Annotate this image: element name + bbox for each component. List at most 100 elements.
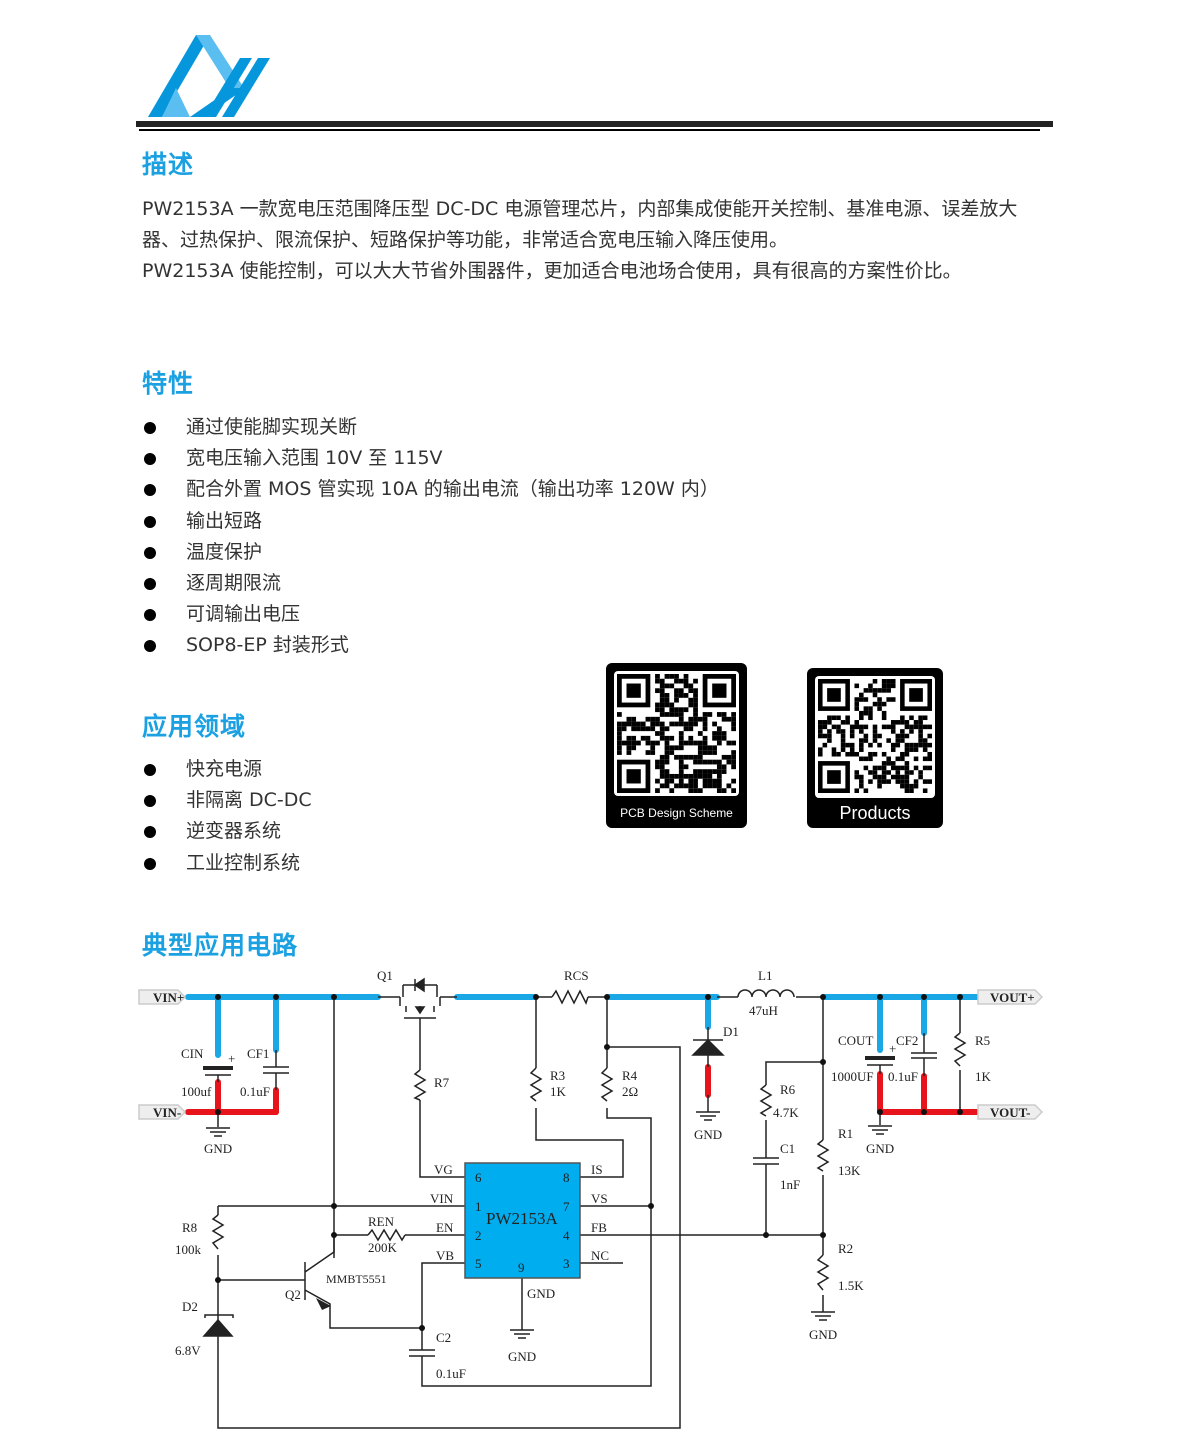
- svg-text:MMBT5551: MMBT5551: [326, 1272, 387, 1286]
- svg-text:GND: GND: [866, 1141, 894, 1156]
- svg-text:6.8V: 6.8V: [175, 1343, 201, 1358]
- svg-text:1K: 1K: [975, 1069, 992, 1084]
- list-item: 通过使能脚实现关断: [142, 412, 719, 443]
- svg-text:Q1: Q1: [377, 968, 393, 983]
- qr-caption-pcb: PCB Design Scheme: [620, 806, 733, 820]
- svg-text:R4: R4: [622, 1068, 638, 1083]
- section-title-features: 特性: [142, 369, 195, 398]
- description-paragraph-2: PW2153A 使能控制，可以大大节省外围器件，更加适合电池场合使用，具有很高的…: [142, 260, 962, 282]
- svg-text:CIN: CIN: [181, 1046, 204, 1061]
- typical-application-schematic: VIN+ VIN- VOUT+ VOUT-: [138, 968, 1044, 1429]
- svg-text:R3: R3: [550, 1068, 565, 1083]
- svg-text:47uH: 47uH: [749, 1003, 778, 1018]
- svg-text:R7: R7: [434, 1075, 450, 1090]
- list-item: 宽电压输入范围 10V 至 115V: [142, 443, 719, 474]
- features-list: 通过使能脚实现关断 宽电压输入范围 10V 至 115V 配合外置 MOS 管实…: [142, 412, 719, 662]
- svg-text:D2: D2: [182, 1299, 198, 1314]
- inductor-l1: [737, 989, 795, 998]
- svg-text:FB: FB: [591, 1220, 607, 1235]
- mosfet-q1: [399, 977, 441, 1019]
- company-logo: [148, 35, 270, 117]
- capacitor-symbols: [203, 1033, 937, 1357]
- ic-name: PW2153A: [486, 1209, 559, 1228]
- svg-text:GND: GND: [508, 1349, 536, 1364]
- svg-text:4.7K: 4.7K: [773, 1105, 799, 1120]
- svg-text:R2: R2: [838, 1241, 853, 1256]
- port-vout-minus: VOUT-: [977, 1104, 1044, 1120]
- list-item: 温度保护: [142, 537, 719, 568]
- svg-text:0.1uF: 0.1uF: [888, 1069, 918, 1084]
- svg-text:3: 3: [563, 1256, 570, 1271]
- svg-text:7: 7: [563, 1199, 570, 1214]
- svg-text:VIN: VIN: [430, 1191, 454, 1206]
- list-item: 快充电源: [142, 754, 312, 785]
- positive-nets: [185, 994, 980, 1058]
- section-title-circuit: 典型应用电路: [142, 931, 299, 960]
- negative-nets: [185, 1064, 980, 1115]
- svg-text:1000UF: 1000UF: [831, 1069, 874, 1084]
- section-title-description: 描述: [142, 150, 195, 179]
- svg-text:C1: C1: [780, 1141, 795, 1156]
- qr-code-image: [617, 674, 736, 793]
- svg-text:VG: VG: [434, 1162, 453, 1177]
- svg-text:+: +: [889, 1041, 896, 1056]
- zener-d2: [202, 1314, 234, 1337]
- svg-text:Q2: Q2: [285, 1287, 301, 1302]
- port-vin-plus: VIN+: [138, 989, 187, 1005]
- svg-text:GND: GND: [694, 1127, 722, 1142]
- list-item: 输出短路: [142, 506, 719, 537]
- applications-list: 快充电源 非隔离 DC-DC 逆变器系统 工业控制系统: [142, 754, 312, 879]
- ic-pw2153a: [464, 1162, 581, 1279]
- list-item: SOP8-EP 封装形式: [142, 630, 719, 661]
- svg-text:CF2: CF2: [896, 1033, 918, 1048]
- svg-text:100k: 100k: [175, 1242, 202, 1257]
- svg-text:CF1: CF1: [247, 1046, 269, 1061]
- diode-d1: [691, 1027, 725, 1067]
- svg-text:R8: R8: [182, 1220, 197, 1235]
- svg-text:C2: C2: [436, 1330, 451, 1345]
- list-item: 非隔离 DC-DC: [142, 785, 312, 816]
- svg-text:1K: 1K: [550, 1084, 567, 1099]
- svg-text:EN: EN: [436, 1220, 454, 1235]
- svg-text:GND: GND: [527, 1286, 555, 1301]
- port-vin-minus: VIN-: [138, 1104, 187, 1120]
- svg-text:VB: VB: [436, 1248, 454, 1263]
- svg-text:VIN-: VIN-: [153, 1105, 181, 1120]
- header-rule-thin: [139, 129, 1040, 131]
- svg-text:NC: NC: [591, 1248, 609, 1263]
- svg-text:D1: D1: [723, 1024, 739, 1039]
- svg-text:R6: R6: [780, 1082, 796, 1097]
- resistor-symbols: [211, 989, 967, 1291]
- svg-text:R1: R1: [838, 1126, 853, 1141]
- junction-dots: [215, 994, 963, 1331]
- svg-text:COUT: COUT: [838, 1033, 873, 1048]
- qr-code-products[interactable]: Products: [807, 668, 943, 828]
- list-item: 配合外置 MOS 管实现 10A 的输出电流（输出功率 120W 内）: [142, 474, 719, 505]
- section-title-applications: 应用领域: [142, 712, 247, 741]
- qr-caption-products: Products: [839, 803, 911, 823]
- ground-symbols: [206, 1111, 892, 1339]
- svg-text:GND: GND: [204, 1141, 232, 1156]
- svg-text:9: 9: [518, 1260, 525, 1275]
- svg-text:GND: GND: [809, 1327, 837, 1342]
- svg-text:R5: R5: [975, 1033, 990, 1048]
- svg-text:1nF: 1nF: [780, 1177, 800, 1192]
- svg-text:13K: 13K: [838, 1163, 861, 1178]
- svg-text:REN: REN: [368, 1214, 395, 1229]
- svg-text:RCS: RCS: [564, 968, 589, 983]
- svg-text:+: +: [228, 1051, 235, 1066]
- list-item: 工业控制系统: [142, 848, 312, 879]
- qr-code-pcb-design[interactable]: PCB Design Scheme: [606, 663, 747, 828]
- svg-text:2Ω: 2Ω: [622, 1084, 638, 1099]
- description-paragraph-1: PW2153A 一款宽电压范围降压型 DC-DC 电源管理芯片，内部集成使能开关…: [142, 198, 1018, 251]
- svg-text:L1: L1: [758, 968, 772, 983]
- svg-text:0.1uF: 0.1uF: [240, 1084, 270, 1099]
- svg-text:8: 8: [563, 1170, 570, 1185]
- svg-text:0.1uF: 0.1uF: [436, 1366, 466, 1381]
- svg-text:2: 2: [475, 1228, 482, 1243]
- svg-text:IS: IS: [591, 1162, 603, 1177]
- list-item: 可调输出电压: [142, 599, 719, 630]
- svg-text:VOUT+: VOUT+: [990, 990, 1035, 1005]
- qr-code-image: [818, 679, 932, 793]
